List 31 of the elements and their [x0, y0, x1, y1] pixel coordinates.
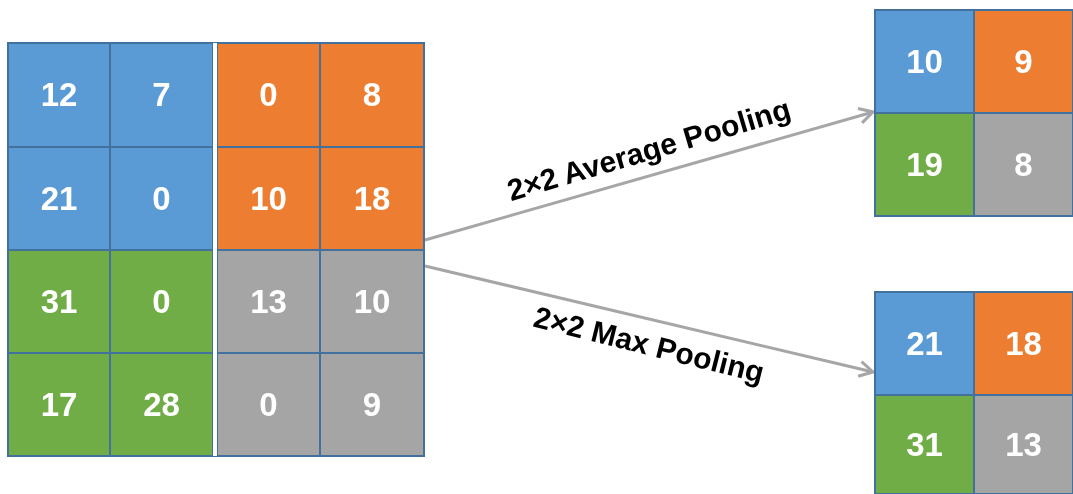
grid-cell: 10: [875, 10, 974, 113]
grid-cell: 0: [110, 147, 213, 250]
grid-cell: 9: [974, 10, 1073, 113]
grid-cell: 10: [217, 147, 320, 250]
number-grid: [8, 43, 424, 456]
grid-cell: 28: [110, 353, 213, 456]
grid-cell: 0: [110, 250, 213, 353]
grid-cell: 8: [974, 113, 1073, 216]
grid-cell: 31: [8, 250, 110, 353]
number-grid: [875, 10, 1073, 216]
grid-cell: 18: [320, 147, 424, 250]
arrow: [424, 264, 875, 378]
arrow: [424, 106, 875, 242]
grid-cell: 0: [217, 353, 320, 456]
edge-label: 2×2 Average Pooling: [503, 91, 795, 208]
grid-cell: 18: [974, 292, 1073, 395]
grid-cell: 13: [217, 250, 320, 353]
grid-cell: 0: [217, 43, 320, 147]
grid-cell: 8: [320, 43, 424, 147]
grid-cell: 21: [875, 292, 974, 395]
grid-cell: 31: [875, 395, 974, 494]
grid-cell: 13: [974, 395, 1073, 494]
grid-cell: 19: [875, 113, 974, 216]
number-grid: [875, 292, 1073, 494]
grid-cell: 12: [8, 43, 110, 147]
edge-label: 2×2 Max Pooling: [530, 299, 768, 391]
grid-cell: 10: [320, 250, 424, 353]
grid-cell: 17: [8, 353, 110, 456]
grid-cell: 7: [110, 43, 213, 147]
grid-cell: 9: [320, 353, 424, 456]
grid-cell: 21: [8, 147, 110, 250]
